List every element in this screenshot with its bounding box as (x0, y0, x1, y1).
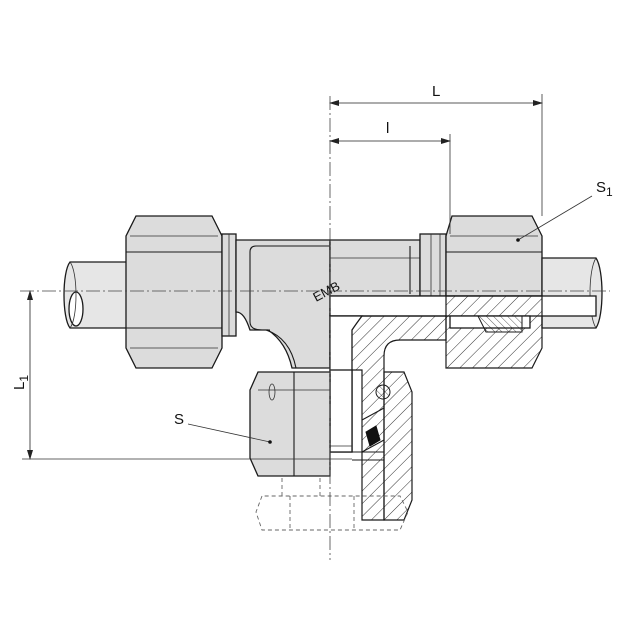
dimension-L: L (329, 83, 543, 216)
right-collar (419, 233, 447, 297)
dim-l-label: l (386, 120, 389, 137)
center-lines (20, 96, 610, 560)
dimension-L1: L1 (11, 290, 352, 460)
label-S1: S (596, 179, 606, 196)
dim-L1-sub: 1 (17, 375, 31, 382)
right-tube (541, 257, 603, 329)
svg-text:L1: L1 (11, 375, 31, 390)
dim-L1-label: L (11, 382, 28, 390)
label-S: S (174, 411, 184, 428)
left-tube (63, 261, 133, 329)
left-nut (125, 215, 223, 369)
left-collar (221, 233, 237, 337)
dim-L-label: L (432, 83, 440, 100)
leader-S: S (174, 411, 272, 444)
leader-S1: S1 (516, 179, 613, 242)
tee-body: EMB (235, 239, 421, 369)
label-S1-sub: 1 (606, 185, 613, 199)
right-nut (445, 215, 543, 297)
dimension-l: l (329, 120, 451, 234)
section-view (329, 295, 597, 521)
phantom-part (255, 478, 409, 531)
svg-text:S1: S1 (596, 179, 613, 199)
